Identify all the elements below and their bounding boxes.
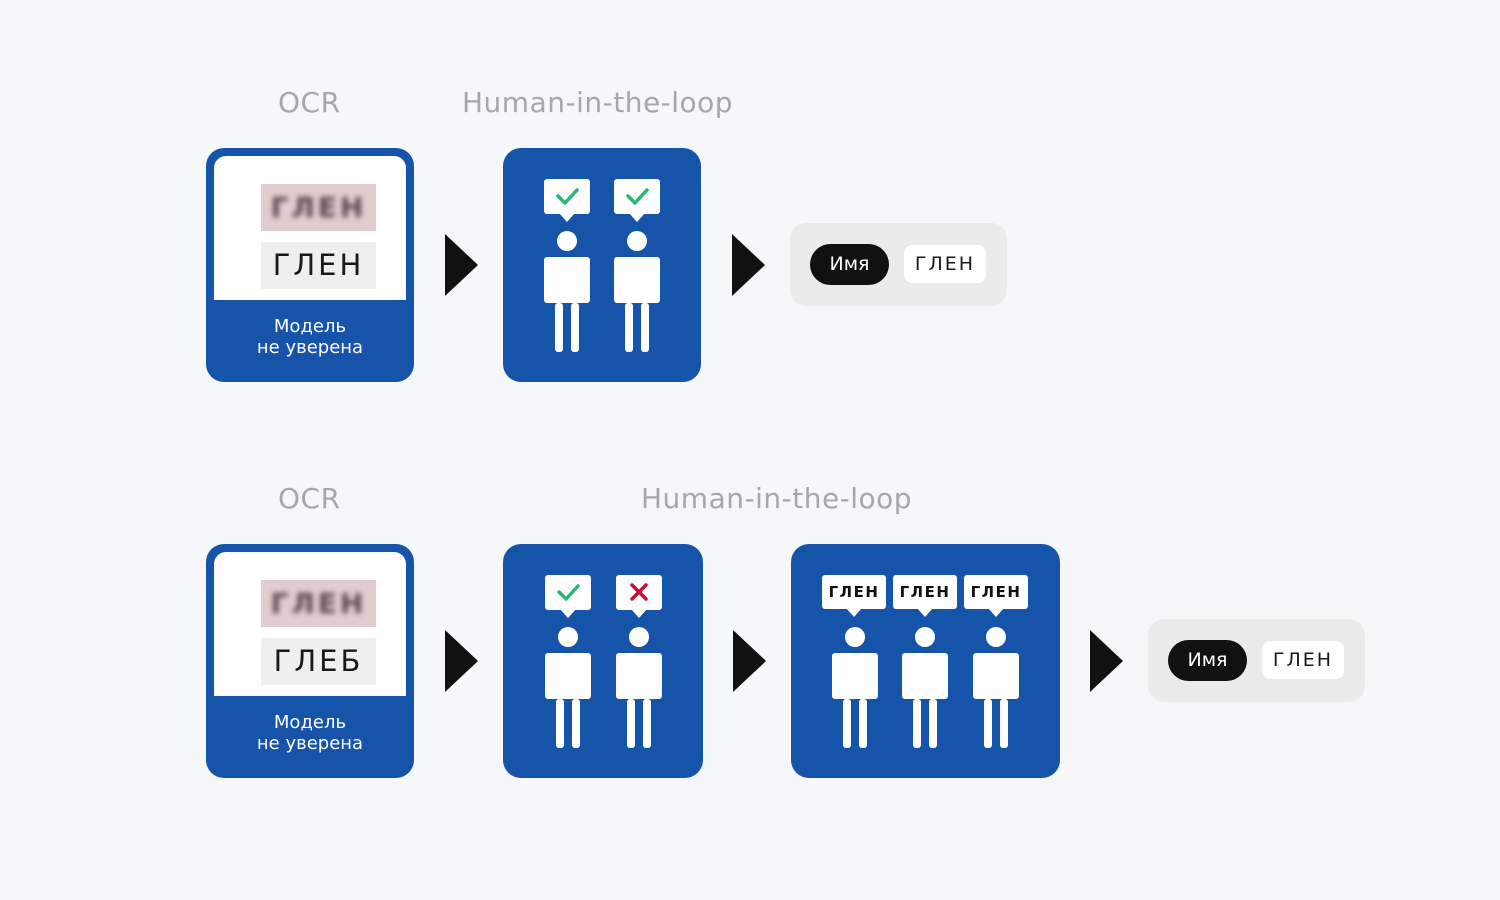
hitl-label: Human-in-the-loop (641, 482, 913, 515)
verification-card (503, 148, 701, 382)
field-value: ГЛЕН (1262, 641, 1344, 679)
caption-line: не уверена (256, 337, 364, 358)
ocr-card: ГЛЕН ГЛЕБ Модель не уверена (206, 544, 414, 778)
check-icon (556, 188, 579, 205)
field-value: ГЛЕН (904, 245, 986, 283)
flow-arrow-icon (445, 234, 478, 296)
ocr-caption: Модель не уверена (206, 712, 414, 754)
check-icon (557, 584, 580, 601)
caption-line: не уверена (256, 733, 364, 754)
retype-bubble: ГЛЕН (893, 575, 957, 617)
verification-card (503, 544, 703, 778)
ocr-caption: Модель не уверена (206, 316, 414, 358)
person-icon (614, 231, 660, 352)
recognized-text: ГЛЕН (261, 242, 376, 289)
result-field: Имя ГЛЕН (1148, 619, 1365, 702)
ocr-card: ГЛЕН ГЛЕН Модель не уверена (206, 148, 414, 382)
person-icon (616, 627, 662, 748)
field-key: Имя (810, 244, 889, 285)
ocr-label: OCR (278, 482, 341, 515)
ocr-scan-area: ГЛЕН ГЛЕН (214, 156, 406, 300)
person-icon (545, 627, 591, 748)
source-image-text: ГЛЕН (261, 184, 376, 231)
person-icon (544, 231, 590, 352)
flow-arrow-icon (445, 630, 478, 692)
hitl-label: Human-in-the-loop (462, 86, 734, 119)
person-icon (973, 627, 1019, 748)
check-icon (626, 188, 649, 205)
source-image-text: ГЛЕН (261, 580, 376, 627)
result-field: Имя ГЛЕН (790, 223, 1007, 306)
ocr-label: OCR (278, 86, 341, 119)
field-key: Имя (1168, 640, 1247, 681)
flow-arrow-icon (733, 630, 766, 692)
vote-bubble (545, 575, 591, 618)
person-icon (832, 627, 878, 748)
vote-bubble (614, 179, 660, 222)
ocr-scan-area: ГЛЕН ГЛЕБ (214, 552, 406, 696)
caption-line: Модель (273, 712, 347, 733)
retype-bubble: ГЛЕН (964, 575, 1028, 617)
flow-arrow-icon (732, 234, 765, 296)
retype-bubble: ГЛЕН (822, 575, 886, 617)
retype-card: ГЛЕН ГЛЕН ГЛЕН (791, 544, 1060, 778)
vote-bubble (616, 575, 662, 618)
vote-bubble (544, 179, 590, 222)
recognized-text: ГЛЕБ (261, 638, 376, 685)
cross-icon (630, 583, 648, 601)
caption-line: Модель (273, 316, 347, 337)
flow-arrow-icon (1090, 630, 1123, 692)
person-icon (902, 627, 948, 748)
